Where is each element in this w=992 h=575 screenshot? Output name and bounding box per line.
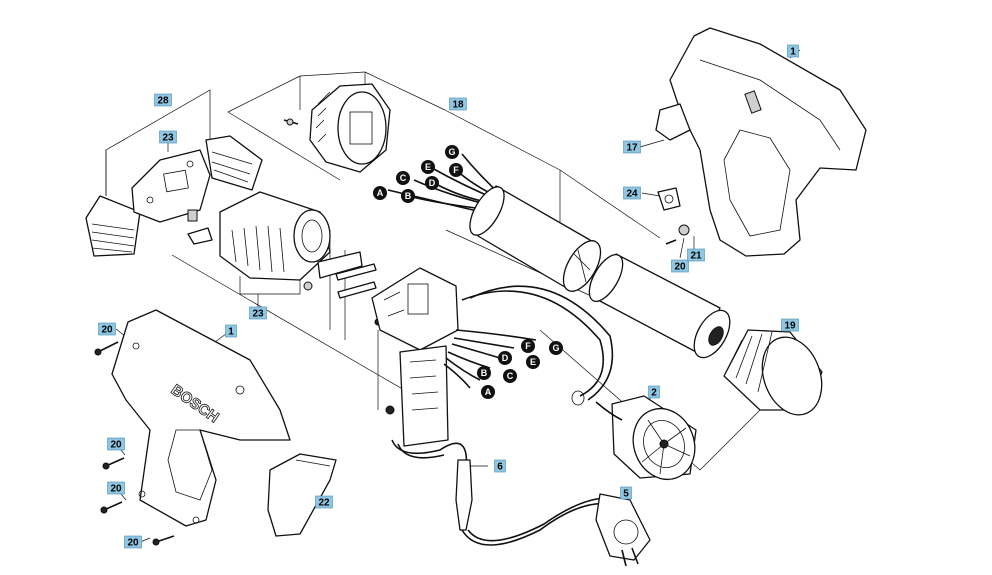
part-label-text: 6 [497, 462, 503, 473]
part-label-19: 19 [781, 318, 799, 332]
small-parts-24-21 [657, 187, 690, 245]
part-label-text: 1 [228, 327, 234, 338]
insulation-sheets [317, 251, 382, 326]
part-label-text: 23 [252, 309, 264, 320]
heater-tube [469, 185, 602, 292]
wire-label-text: F [453, 165, 459, 175]
part-label-text: 20 [127, 538, 139, 549]
part-22-cover [267, 453, 337, 537]
part-label-28: 28 [154, 93, 172, 107]
part-label-5: 5 [620, 486, 632, 500]
part-label-18: 18 [449, 97, 467, 111]
wire-labels-bottom: AB CD EF G [477, 339, 563, 399]
part-label-24: 24 [623, 186, 641, 200]
outlet-tube [588, 253, 731, 359]
part-label-23: 23 [249, 306, 267, 320]
part-label-text: 2 [651, 388, 657, 399]
wire-label-text: F [525, 341, 531, 351]
part-label-1: 1 [225, 324, 237, 338]
part-label-text: 5 [623, 489, 629, 500]
part-label-20: 20 [98, 322, 116, 336]
part-label-17: 17 [623, 140, 641, 154]
part-1-housing-left: BOSCH [111, 309, 291, 527]
part-2-fan [571, 390, 697, 481]
part-label-text: 20 [101, 325, 113, 336]
wire-label-text: A [485, 387, 492, 397]
part-label-20: 20 [671, 259, 689, 273]
wire-label-b: B [401, 189, 415, 203]
wire-label-g: G [445, 145, 459, 159]
wire-label-e: E [421, 160, 435, 174]
part-18-heater-head [283, 83, 391, 173]
wire-label-d: D [498, 351, 512, 365]
part-label-20: 20 [107, 481, 125, 495]
part-label-text: 17 [626, 143, 638, 154]
part-23-housing [187, 191, 331, 291]
part-label-text: 20 [110, 484, 122, 495]
wire-label-text: D [502, 353, 509, 363]
wire-label-f: F [449, 163, 463, 177]
part-label-text: 18 [452, 100, 464, 111]
wire-label-f: F [521, 339, 535, 353]
screws-20 [94, 341, 175, 546]
part-label-text: 19 [784, 321, 796, 332]
part-label-6: 6 [494, 459, 506, 473]
wire-label-a: A [481, 385, 495, 399]
wire-label-g: G [549, 341, 563, 355]
part-19-nozzle [723, 329, 823, 416]
part-label-text: 21 [690, 251, 702, 262]
wire-label-d: D [425, 176, 439, 190]
part-6-cable [391, 439, 613, 546]
wire-label-text: E [530, 357, 536, 367]
board-wires [443, 285, 614, 401]
wire-label-text: B [481, 368, 488, 378]
part-28-grille [85, 135, 263, 257]
part-label-text: 20 [674, 262, 686, 273]
part-label-23: 23 [159, 130, 177, 144]
wire-label-text: D [429, 178, 436, 188]
wire-label-text: G [448, 147, 455, 157]
wire-label-text: C [400, 173, 407, 183]
wire-label-b: B [477, 366, 491, 380]
part-label-text: 28 [157, 96, 169, 107]
part-label-text: 24 [626, 189, 638, 200]
part-label-22: 22 [315, 495, 333, 509]
wire-label-text: G [552, 343, 559, 353]
part-label-20: 20 [107, 437, 125, 451]
wire-label-a: A [373, 186, 387, 200]
wire-label-text: C [507, 371, 514, 381]
part-label-text: 23 [162, 133, 174, 144]
wire-label-text: B [405, 191, 412, 201]
wire-label-c: C [503, 369, 517, 383]
part-1-housing-right [655, 27, 867, 257]
part-label-text: 20 [110, 440, 122, 451]
part-label-text: 22 [318, 498, 330, 509]
part-label-2: 2 [648, 385, 660, 399]
part-label-20: 20 [124, 535, 142, 549]
wire-label-text: A [377, 188, 384, 198]
wire-label-text: E [425, 162, 431, 172]
part-label-text: 1 [790, 47, 796, 58]
part-23-end-plate [131, 149, 211, 223]
circuit-board [371, 267, 459, 447]
part-label-21: 21 [687, 248, 705, 262]
wire-label-c: C [396, 171, 410, 185]
wire-labels-top: A BC DE FG [373, 145, 463, 203]
wire-label-e: E [526, 355, 540, 369]
part-label-1: 1 [787, 44, 799, 58]
part-number-labels: 1 1 2 5 6 17 18 19 20 20 20 20 20 21 22 23 23 24 28 [98, 44, 799, 549]
part-5-plug [595, 493, 651, 567]
